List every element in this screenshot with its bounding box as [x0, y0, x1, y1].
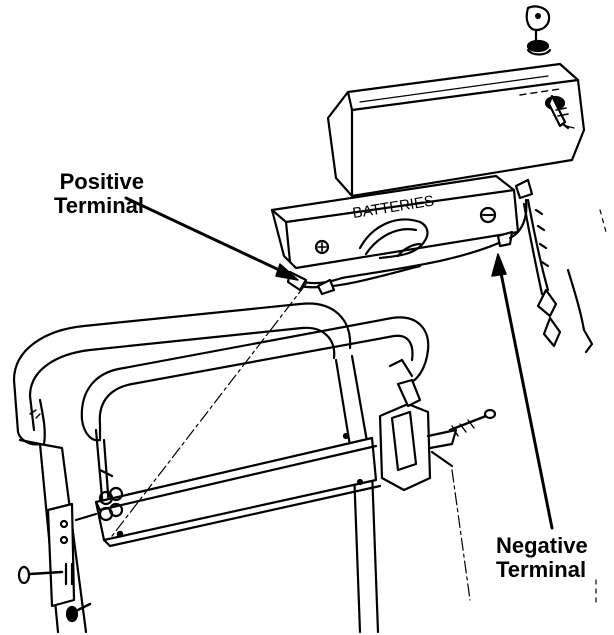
alignment-lines — [111, 125, 575, 601]
bottom-screw — [65, 602, 92, 623]
minus-symbol-icon — [479, 206, 497, 224]
control-panel — [94, 432, 382, 548]
negative-terminal-callout: Negative Terminal — [496, 534, 588, 582]
positive-terminal-lead — [286, 236, 512, 296]
positive-callout-line1: Positive — [59, 169, 144, 194]
negative-terminal-lead — [496, 178, 550, 296]
positive-callout-arrow — [124, 196, 299, 281]
mower-handle — [12, 302, 430, 634]
left-bolt — [17, 562, 74, 586]
negative-callout-line1: Negative — [496, 533, 588, 558]
switch-housing — [326, 62, 586, 198]
negative-callout-arrow — [491, 253, 554, 530]
negative-callout-line2: Terminal — [496, 557, 587, 582]
right-bolt — [448, 408, 497, 437]
positive-terminal-callout: Positive Terminal — [6, 170, 144, 218]
positive-callout-line2: Terminal — [53, 193, 144, 218]
key-icon — [525, 5, 552, 56]
right-clamp — [378, 358, 458, 492]
dashed-lead-lines — [595, 209, 607, 605]
left-bracket — [46, 486, 124, 608]
plus-symbol-icon — [314, 239, 330, 255]
wire-harness-connectors — [536, 268, 594, 354]
